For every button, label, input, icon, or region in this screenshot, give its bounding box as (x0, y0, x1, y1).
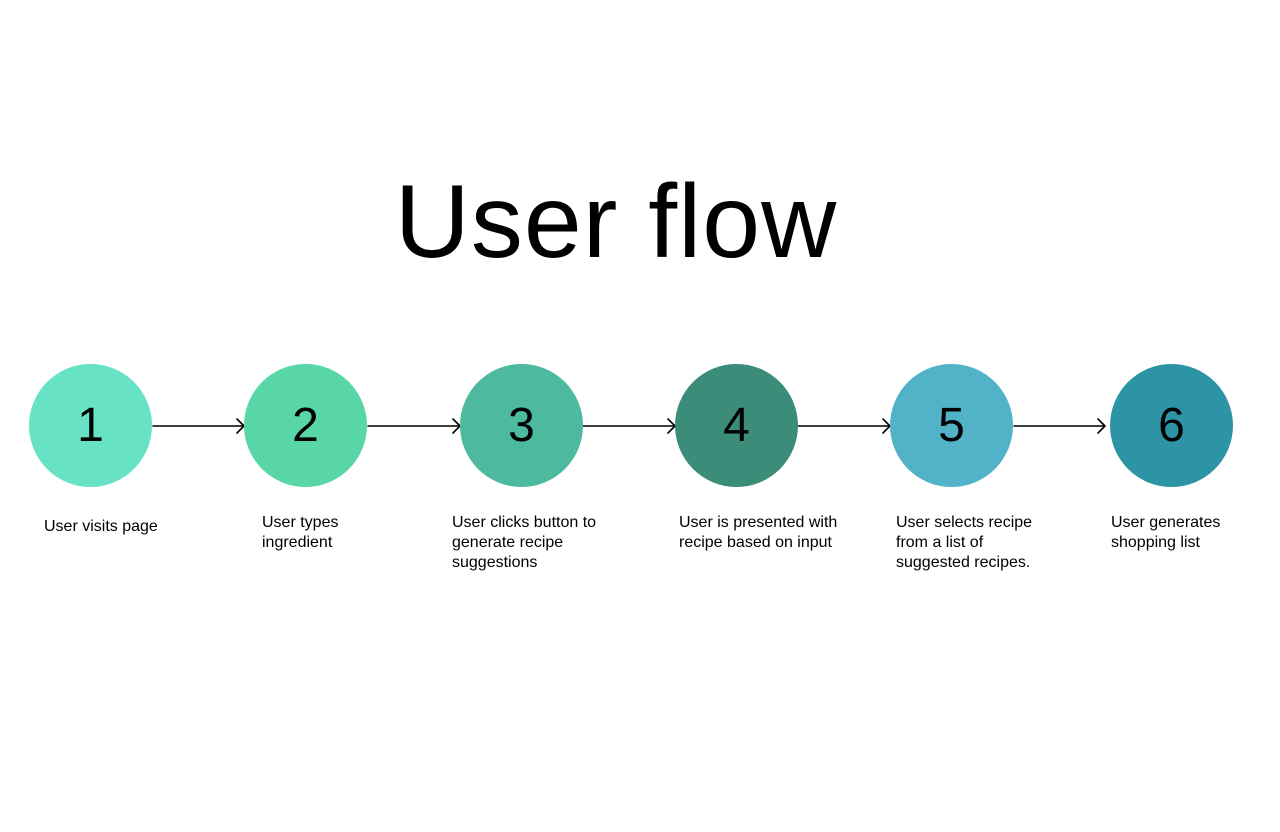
arrow-4-to-5 (797, 418, 891, 434)
step-5-label: User selects recipe from a list of sugge… (896, 514, 1033, 571)
step-1-number: 1 (77, 398, 104, 452)
step-3-label: User clicks button to generate recipe su… (452, 514, 597, 571)
step-1-label: User visits page (44, 518, 158, 535)
step-3-circle: 3 (460, 364, 583, 487)
arrow-3-to-4 (582, 418, 676, 434)
step-6-label: User generates shopping list (1111, 514, 1221, 551)
step-5-circle: 5 (890, 364, 1013, 487)
step-6-circle: 6 (1110, 364, 1233, 487)
step-4-number: 4 (723, 398, 750, 452)
arrow-1-to-2 (152, 418, 245, 434)
step-2-label: User types ingredient (262, 514, 339, 551)
step-2-circle: 2 (244, 364, 367, 487)
step-1-circle: 1 (29, 364, 152, 487)
step-6-number: 6 (1158, 398, 1185, 452)
step-4-circle: 4 (675, 364, 798, 487)
arrow-2-to-3 (367, 418, 461, 434)
arrow-5-to-6 (1013, 418, 1106, 434)
step-3-number: 3 (508, 398, 535, 452)
step-4-label: User is presented with recipe based on i… (679, 514, 838, 551)
page-title: User flow (394, 164, 838, 280)
step-5-number: 5 (938, 398, 965, 452)
step-2-number: 2 (292, 398, 319, 452)
